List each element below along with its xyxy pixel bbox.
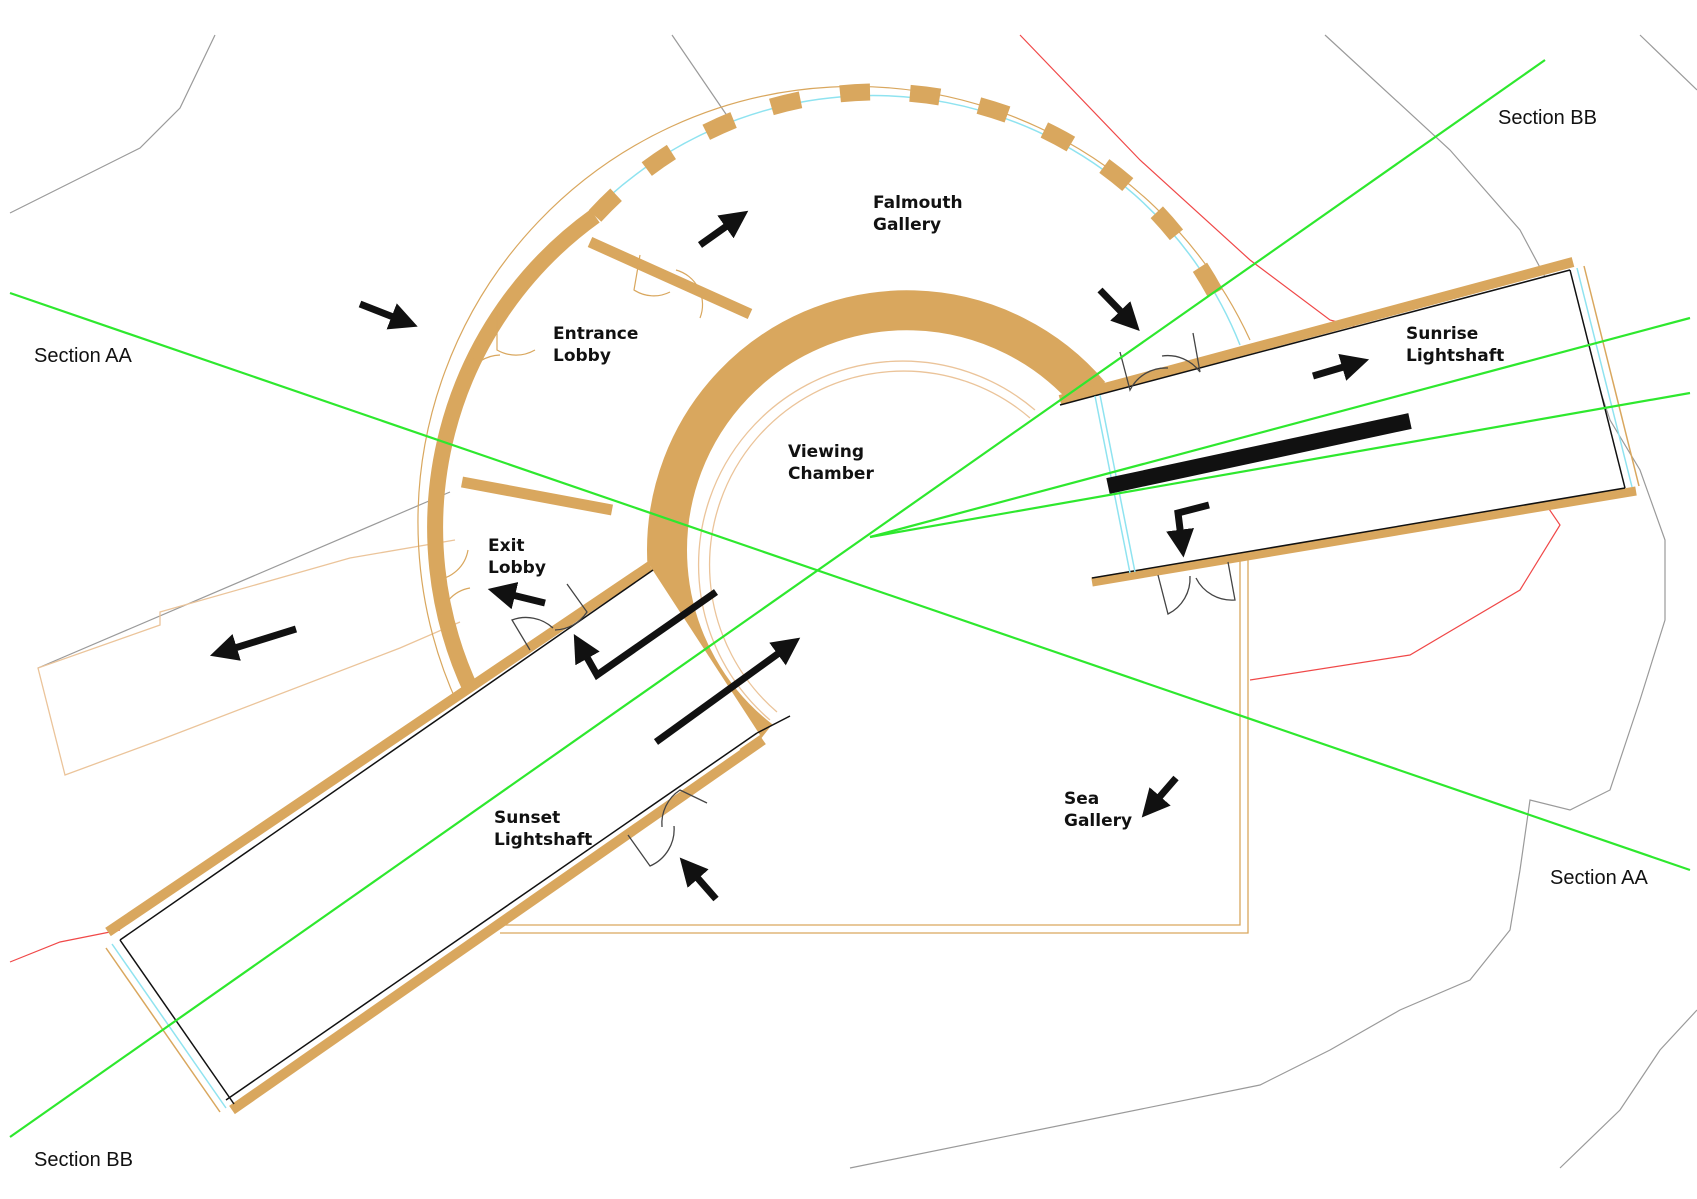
sunset-top-wall — [105, 561, 653, 937]
room-label-line: Gallery — [1064, 811, 1132, 831]
arrow-icon — [487, 582, 546, 610]
room-label-line: Chamber — [788, 464, 874, 484]
section-bb-bottom-label: Section BB — [34, 1149, 133, 1171]
doors — [434, 254, 704, 623]
room-label-line: Lightshaft — [494, 830, 592, 850]
room-label-line: Lobby — [488, 558, 546, 578]
room-label-line: Entrance — [553, 324, 638, 344]
partition-wall — [460, 476, 614, 516]
sea-gallery-boundary — [500, 560, 1249, 934]
circulation-arrows — [209, 210, 1370, 902]
section-bb-top-label: Section BB — [1498, 107, 1597, 129]
room-labels: Falmouth Gallery Entrance Lobby Viewing … — [488, 193, 1504, 850]
sunset-bottom-wall — [229, 735, 766, 1115]
sunrise-end-tan — [1583, 265, 1640, 487]
section-lines — [9, 59, 1691, 1138]
chamber-opening-stub — [756, 715, 791, 734]
sunrise-sight-line — [869, 316, 1691, 539]
room-label-line: Sunrise — [1406, 324, 1478, 344]
section-aa-line — [9, 291, 1691, 872]
sunset-lightshaft-label: Sunset Lightshaft — [494, 808, 592, 850]
door-icon — [1161, 332, 1201, 373]
arrow-icon — [573, 589, 719, 681]
arrow-icon — [1166, 501, 1210, 558]
room-label-line: Gallery — [873, 215, 941, 235]
sunrise-lightshaft-label: Sunrise Lightshaft — [1406, 324, 1504, 366]
door-icon — [627, 825, 675, 867]
room-label-line: Exit — [488, 536, 525, 556]
sunset-bottom-edge — [225, 732, 758, 1101]
room-label-line: Viewing — [788, 442, 864, 462]
door-icon — [466, 349, 501, 377]
arrow-icon — [1141, 775, 1179, 818]
section-labels: Section AA Section AA Section BB Section… — [34, 107, 1649, 1171]
door-icon — [1157, 574, 1191, 615]
exit-lobby-label: Exit Lobby — [488, 536, 546, 578]
exit-path-outline — [37, 539, 461, 776]
sunset-lightshaft — [105, 561, 791, 1115]
sunrise-top-wall — [1058, 257, 1575, 405]
sunset-top-edge — [119, 569, 654, 941]
room-label-line: Lightshaft — [1406, 346, 1504, 366]
outer-ring-wall — [427, 209, 600, 696]
sunset-lightshaft-floor — [122, 566, 760, 1100]
room-label-line: Sunset — [494, 808, 560, 828]
sunrise-baffle — [1106, 413, 1412, 494]
contour-line — [1639, 34, 1697, 91]
doors-dark — [511, 332, 1236, 867]
door-icon — [554, 583, 588, 631]
glazing-strip — [584, 94, 1241, 346]
contour-line — [37, 491, 451, 669]
room-label-line: Falmouth — [873, 193, 963, 213]
arrow-icon — [1097, 287, 1140, 332]
entrance-lobby-label: Entrance Lobby — [553, 324, 644, 366]
partition-wall — [587, 236, 753, 320]
arrow-icon — [358, 300, 418, 330]
lobby-partitions — [460, 236, 753, 516]
door-icon — [675, 269, 704, 319]
arrow-icon — [679, 857, 719, 902]
door-icon — [434, 549, 469, 581]
sunset-end-glazing — [119, 939, 235, 1105]
contour-line — [671, 34, 731, 121]
section-aa-left-label: Section AA — [34, 345, 133, 367]
contour-line — [9, 34, 216, 214]
sunrise-lightshaft — [1058, 257, 1640, 587]
door-icon — [439, 587, 471, 623]
door-icon — [511, 616, 554, 651]
sunrise-bottom-edge — [1091, 487, 1626, 579]
door-icon — [633, 254, 671, 297]
section-bb-line — [9, 59, 1546, 1138]
door-icon — [1195, 561, 1236, 601]
arrow-icon — [697, 210, 749, 248]
sunrise-end-cyan — [1576, 267, 1633, 488]
section-aa-right-label: Section AA — [1550, 867, 1649, 889]
chamber-inner-line — [697, 360, 1036, 721]
viewing-chamber-label: Viewing Chamber — [788, 442, 874, 484]
door-icon — [661, 789, 708, 828]
door-icon — [1119, 351, 1169, 392]
room-label-line: Sea — [1064, 789, 1099, 809]
sunrise-top-edge — [1059, 269, 1571, 406]
sunrise-bottom-wall — [1091, 486, 1637, 587]
sunrise-end-glazing — [1569, 269, 1626, 489]
falmouth-gallery-label: Falmouth Gallery — [873, 193, 969, 235]
window-piers — [588, 83, 1240, 332]
sunrise-sight-line — [869, 391, 1691, 539]
room-label-line: Lobby — [553, 346, 611, 366]
contour-line — [849, 34, 1666, 1169]
contour-line — [9, 929, 121, 963]
sea-gallery-label: Sea Gallery — [1064, 789, 1132, 831]
arrow-icon — [1312, 353, 1370, 381]
arrow-icon — [653, 637, 801, 745]
contour-line — [1559, 1009, 1697, 1169]
door-icon — [496, 312, 536, 356]
arrow-icon — [209, 625, 298, 661]
sunrise-lightshaft-floor — [1060, 270, 1625, 578]
